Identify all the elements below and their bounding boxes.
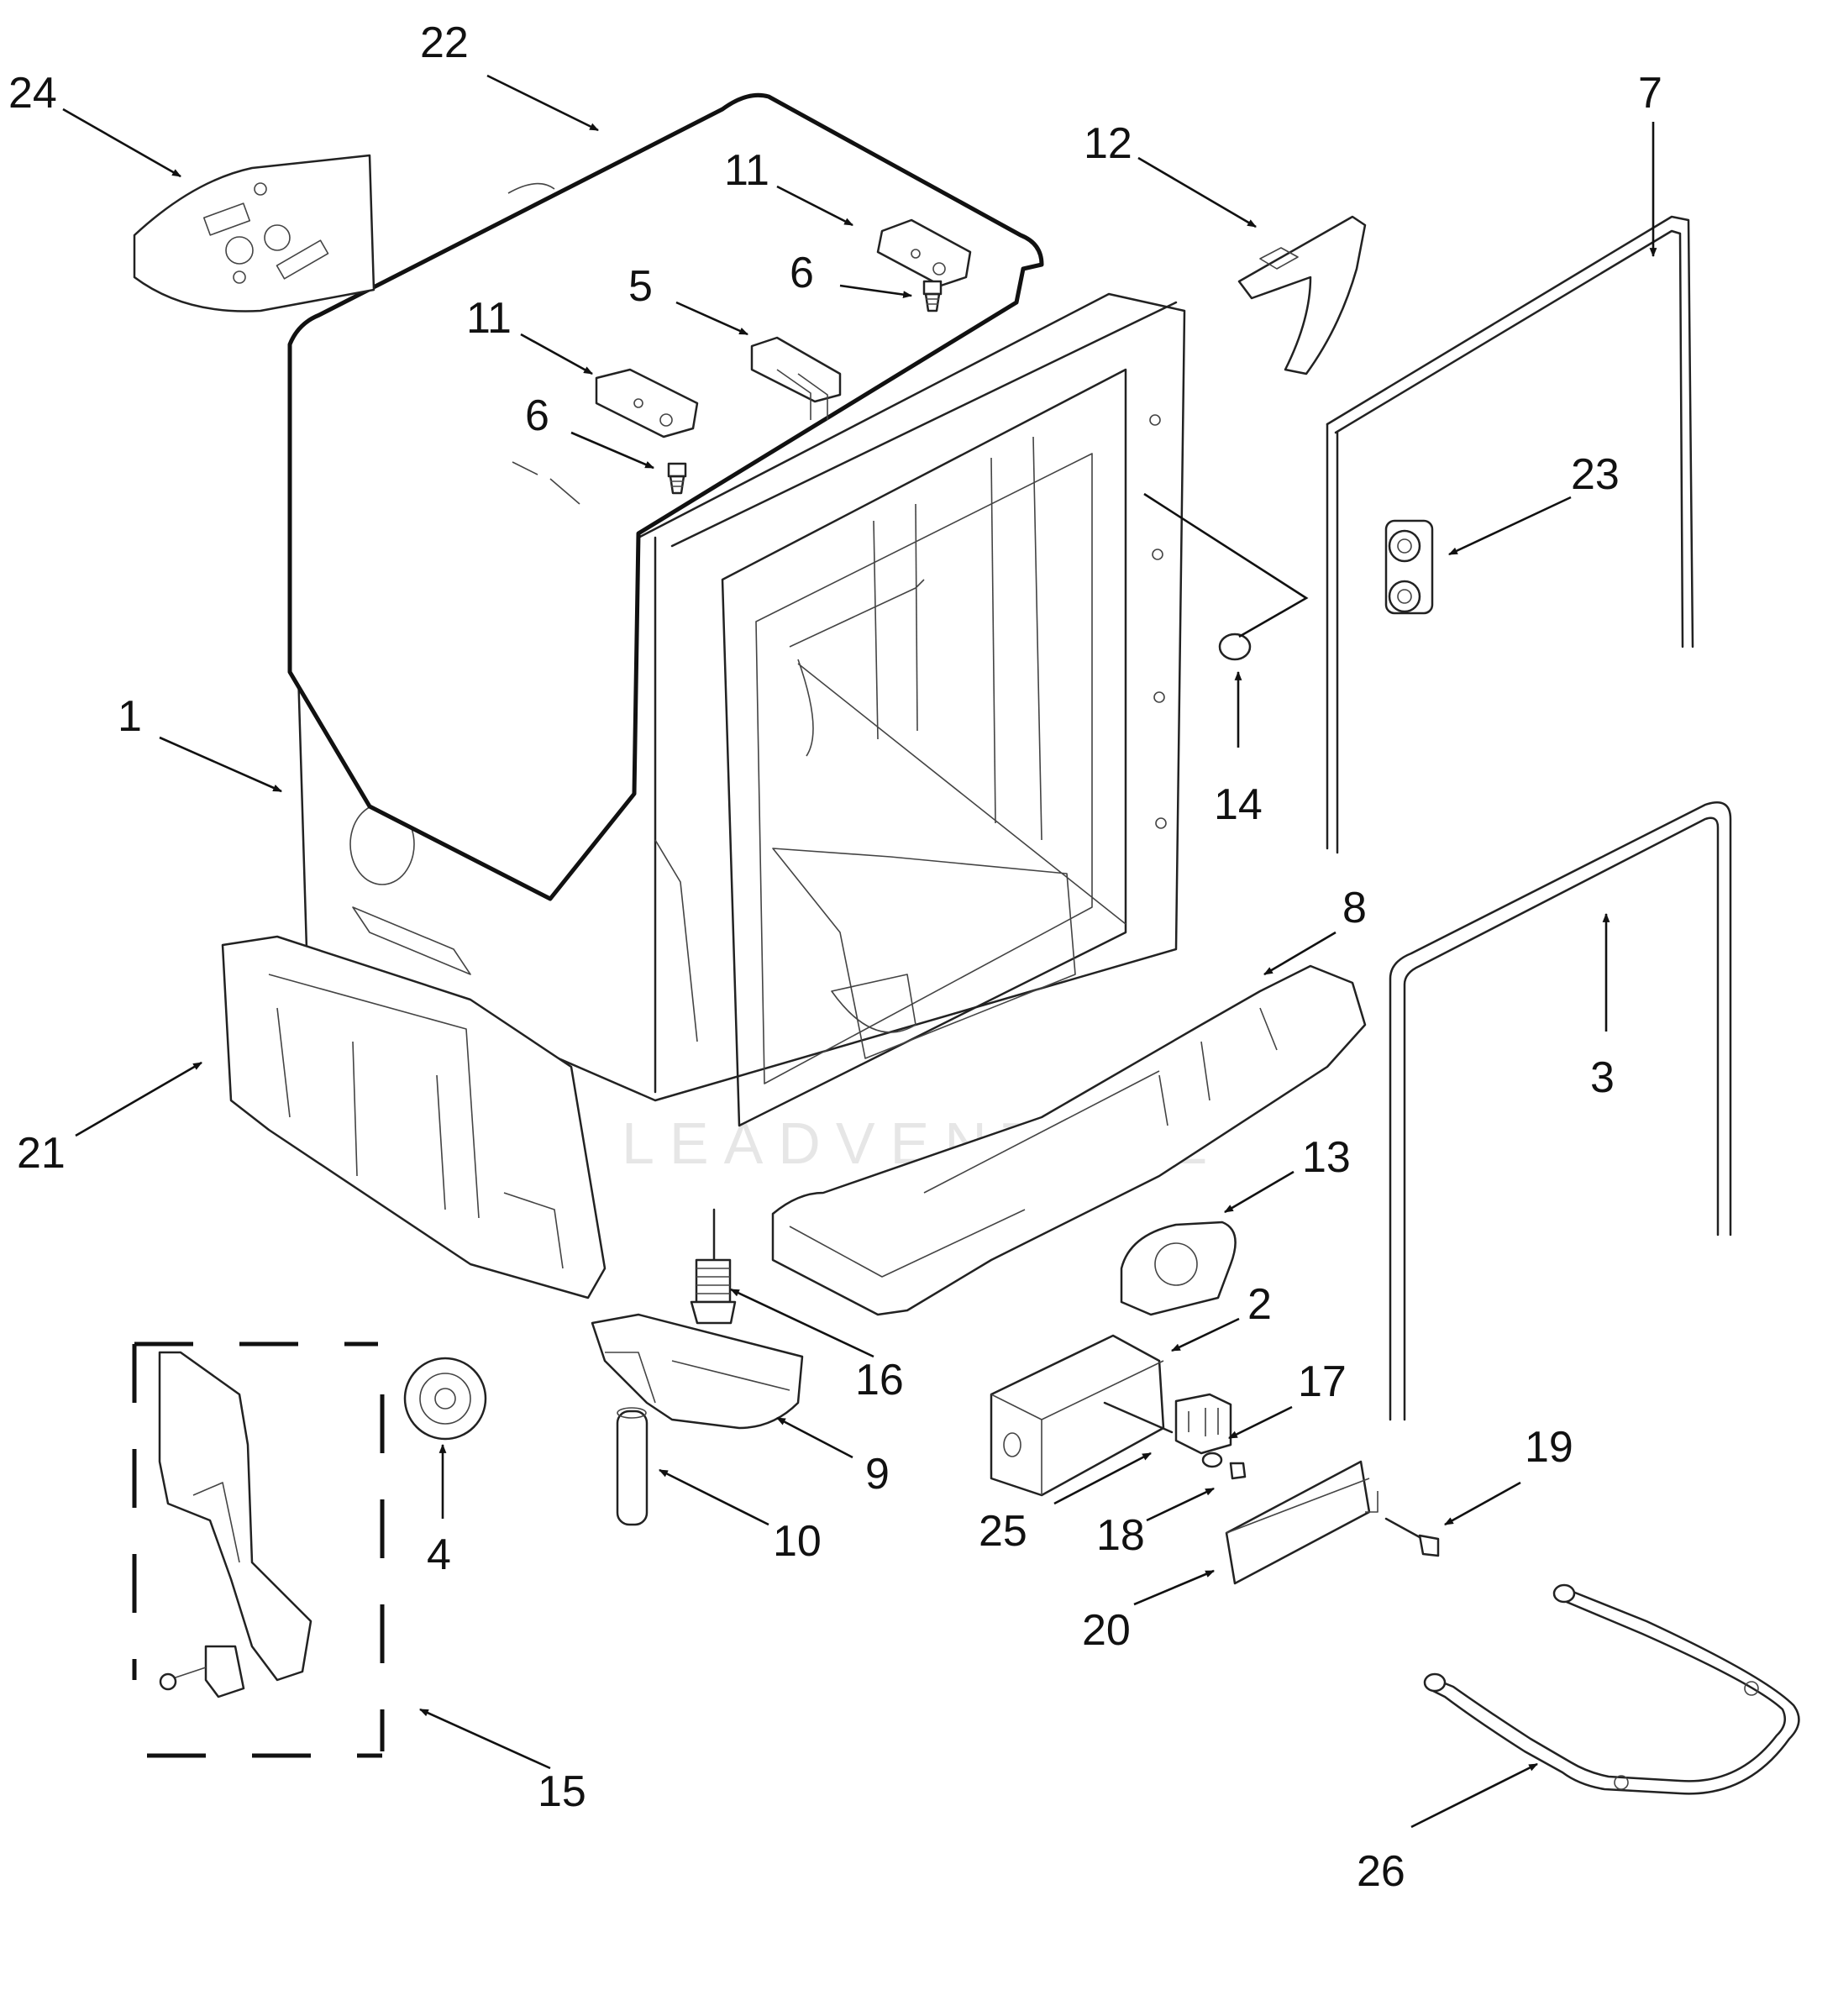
part-washer-screw — [1201, 1452, 1247, 1480]
part-motor-mount — [1120, 1221, 1237, 1316]
part-screw-6-lower — [667, 462, 687, 495]
part-base-pan — [771, 964, 1367, 1316]
part-base-front — [221, 935, 607, 1299]
callout-20: 20 — [1082, 1606, 1131, 1655]
leader-21 — [75, 1061, 202, 1137]
part-plug — [1143, 492, 1309, 661]
leader-18 — [1146, 1487, 1215, 1522]
callout-5: 5 — [628, 262, 653, 311]
part-door-gasket — [1326, 215, 1694, 854]
part-hose-harness — [1423, 1583, 1800, 1795]
leader-6-lower — [570, 431, 655, 470]
part-tube — [616, 1407, 649, 1526]
callout-17: 17 — [1298, 1357, 1347, 1406]
part-hinge-bracket — [750, 336, 842, 420]
part-tub-gasket — [1389, 801, 1732, 1421]
callout-25: 25 — [979, 1507, 1027, 1556]
leader-lines — [62, 74, 1657, 1829]
callout-10: 10 — [773, 1517, 822, 1566]
callout-21: 21 — [17, 1129, 66, 1178]
leader-22 — [486, 74, 599, 132]
leader-5 — [675, 301, 749, 336]
callout-7: 7 — [1638, 69, 1662, 118]
part-wire-lead — [1103, 1401, 1174, 1434]
callout-labels: 22 24 11 6 5 11 6 12 7 23 14 1 8 3 21 13… — [8, 18, 1662, 1896]
callout-6-upper: 6 — [790, 249, 814, 297]
leader-25 — [1053, 1452, 1152, 1505]
callout-12: 12 — [1084, 119, 1132, 168]
leader-12 — [1137, 156, 1257, 228]
callout-19: 19 — [1525, 1423, 1573, 1472]
callout-11-lower: 11 — [466, 294, 512, 343]
callout-14: 14 — [1214, 780, 1263, 829]
callout-8: 8 — [1342, 884, 1367, 932]
leader-24 — [62, 108, 181, 178]
leader-23 — [1448, 496, 1572, 556]
leader-17 — [1228, 1405, 1293, 1440]
leader-20 — [1133, 1569, 1216, 1606]
callout-11-upper: 11 — [724, 146, 769, 195]
leader-9 — [776, 1416, 853, 1459]
part-cover-screw — [1384, 1517, 1440, 1557]
part-bracket-11-upper — [876, 218, 972, 287]
callout-4: 4 — [427, 1530, 451, 1579]
leader-15 — [418, 1708, 551, 1770]
leader-10 — [659, 1468, 769, 1526]
callout-6-lower: 6 — [525, 391, 549, 440]
callout-2: 2 — [1247, 1280, 1272, 1329]
callout-18: 18 — [1096, 1511, 1145, 1560]
part-roller-assembly — [1384, 519, 1434, 615]
part-vent-trim — [1237, 215, 1367, 375]
callout-24: 24 — [8, 69, 57, 118]
callout-22: 22 — [420, 18, 469, 67]
leader-11-upper — [776, 185, 853, 227]
part-terminal-cover — [1225, 1460, 1378, 1585]
leader-8 — [1263, 931, 1336, 976]
part-front-support — [591, 1313, 804, 1430]
part-hardware-kit — [133, 154, 375, 312]
leader-1 — [159, 736, 283, 793]
callout-9: 9 — [865, 1450, 890, 1499]
part-screw-6-upper — [922, 280, 943, 312]
leader-19 — [1444, 1481, 1521, 1526]
part-bracket-11-lower — [595, 368, 699, 438]
part-terminal-block — [1174, 1393, 1232, 1455]
leader-13 — [1224, 1170, 1294, 1214]
leader-26 — [1410, 1762, 1538, 1829]
leader-16 — [730, 1288, 874, 1358]
callout-26: 26 — [1357, 1847, 1405, 1896]
part-leveling-leg — [690, 1208, 737, 1325]
callout-23: 23 — [1571, 450, 1620, 499]
leader-2 — [1171, 1317, 1240, 1352]
callout-13: 13 — [1302, 1133, 1351, 1182]
leader-11-lower — [520, 333, 593, 375]
part-pump-wheel — [403, 1357, 487, 1441]
part-drain-assembly-group — [132, 1341, 385, 1758]
leader-6-upper — [839, 284, 913, 298]
callout-1: 1 — [118, 692, 142, 741]
part-insulation-blanket — [287, 92, 1044, 901]
callout-15: 15 — [538, 1767, 586, 1816]
callout-3: 3 — [1590, 1053, 1615, 1102]
part-terminal-box — [990, 1334, 1165, 1497]
callout-16: 16 — [855, 1356, 904, 1404]
